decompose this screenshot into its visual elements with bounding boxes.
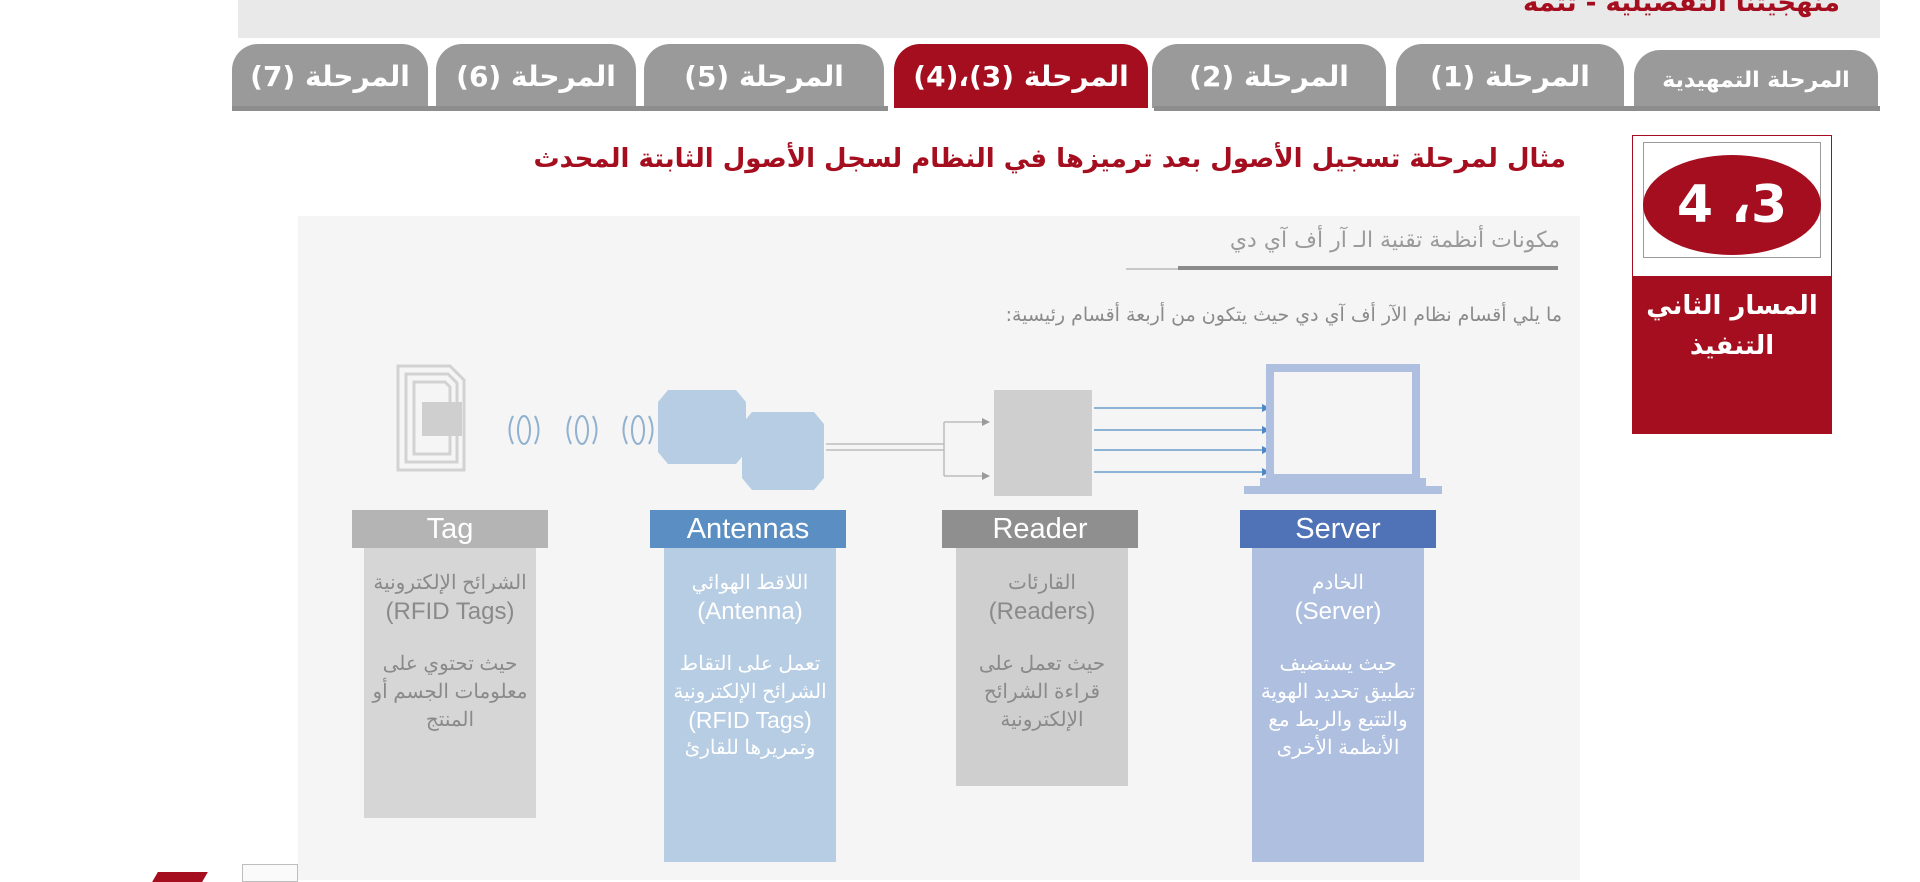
phase-number: 3، 4: [1643, 155, 1821, 255]
tabs-underline-right: [1154, 106, 1880, 111]
server-title-ar: الخادم: [1312, 572, 1364, 594]
tag-desc-line: المنتج: [425, 709, 475, 731]
reader-title-en: (Readers): [988, 598, 1096, 625]
antennas-desc-line: الشرائح الإلكترونية: [673, 681, 827, 703]
page-title: مثال لمرحلة تسجيل الأصول بعد ترميزها في …: [533, 144, 1566, 174]
antennas-title-en: (Antenna): [697, 598, 803, 625]
reader-desc-line: قراءة الشرائح: [983, 681, 1101, 703]
tag-title-en: (RFID Tags): [385, 598, 515, 625]
logo-box: [242, 864, 298, 882]
phase-number-frame: 3، 4: [1643, 142, 1821, 258]
tab-phase-2[interactable]: المرحلة (2): [1152, 44, 1386, 108]
tabs-underline-left: [232, 106, 888, 111]
antennas-desc-line: تعمل على التقاط: [679, 653, 821, 675]
tab-phase-6[interactable]: المرحلة (6): [436, 44, 636, 108]
server-title-en: (Server): [1294, 598, 1382, 625]
phase-badge: 3، 4 المسار الثاني التنفيذ: [1632, 135, 1832, 434]
radio-wave-icon: [508, 415, 654, 445]
arrow-icon: [982, 472, 990, 480]
intro-text: ما يلي أقسام نظام الآر أف آي دي حيث يتكو…: [1005, 304, 1562, 326]
tag-desc-line: حيث تحتوي على: [382, 653, 518, 675]
phase-track-line2: التنفيذ: [1689, 331, 1775, 361]
reader-desc-line: الإلكترونية: [1000, 709, 1084, 731]
antennas-description: اللاقط الهوائي (Antenna) تعمل على التقاط…: [664, 548, 836, 862]
rfid-tag-icon: [396, 364, 466, 472]
tag-description: الشرائح الإلكترونية (RFID Tags) حيث تحتو…: [364, 548, 536, 818]
tab-phase-7[interactable]: المرحلة (7): [232, 44, 428, 108]
server-desc-line: الأنظمة الأخرى: [1276, 737, 1400, 759]
reader-title-ar: القارئات: [1007, 572, 1076, 594]
logo-icon: [152, 872, 208, 882]
rfid-diagram: [396, 364, 1442, 496]
server-header: Server: [1240, 510, 1436, 548]
section-divider-light: [1126, 268, 1178, 270]
server-desc-line: والتتبع والربط مع: [1268, 709, 1408, 731]
tab-phase-1[interactable]: المرحلة (1): [1396, 44, 1624, 108]
antennas-header: Antennas: [650, 510, 846, 548]
tab-phase-3-4[interactable]: المرحلة (3)،(4): [894, 44, 1148, 108]
phase-track-line1: المسار الثاني: [1646, 291, 1818, 321]
reader-description: القارئات (Readers) حيث تعمل على قراءة ال…: [956, 548, 1128, 786]
reader-header: Reader: [942, 510, 1138, 548]
tag-header: Tag: [352, 510, 548, 548]
laptop-icon: [1244, 364, 1442, 494]
antennas-title-ar: اللاقط الهوائي: [691, 572, 809, 594]
server-desc-line: حيث يستضيف: [1279, 653, 1397, 675]
arrow-icon: [982, 418, 990, 426]
antenna-icon: [658, 390, 824, 490]
server-description: الخادم (Server) حيث يستضيف تطبيق تحديد ا…: [1252, 548, 1424, 862]
tab-preparatory[interactable]: المرحلة التمهيدية: [1634, 50, 1878, 110]
antennas-desc-line: (RFID Tags): [688, 707, 812, 733]
rfid-slide: مكونات أنظمة تقنية الـ آر أف آي دي ما يل…: [298, 216, 1580, 880]
header-bar: منهجيتنا التفصيلية - تتمة: [238, 0, 1880, 38]
phase-track: المسار الثاني التنفيذ: [1633, 276, 1831, 433]
reader-icon: [994, 390, 1092, 496]
tab-phase-5[interactable]: المرحلة (5): [644, 44, 884, 108]
reader-desc-line: حيث تعمل على: [978, 653, 1106, 675]
antennas-desc-line: وتمريرها للقارئ: [684, 737, 816, 759]
server-desc-line: تطبيق تحديد الهوية: [1260, 681, 1416, 703]
section-title: مكونات أنظمة تقنية الـ آر أف آي دي: [1229, 228, 1560, 253]
tag-title-ar: الشرائح الإلكترونية: [373, 572, 527, 594]
tag-desc-line: معلومات الجسم أو: [372, 681, 528, 703]
section-divider: [1178, 266, 1558, 270]
header-title: منهجيتنا التفصيلية - تتمة: [1523, 0, 1840, 18]
